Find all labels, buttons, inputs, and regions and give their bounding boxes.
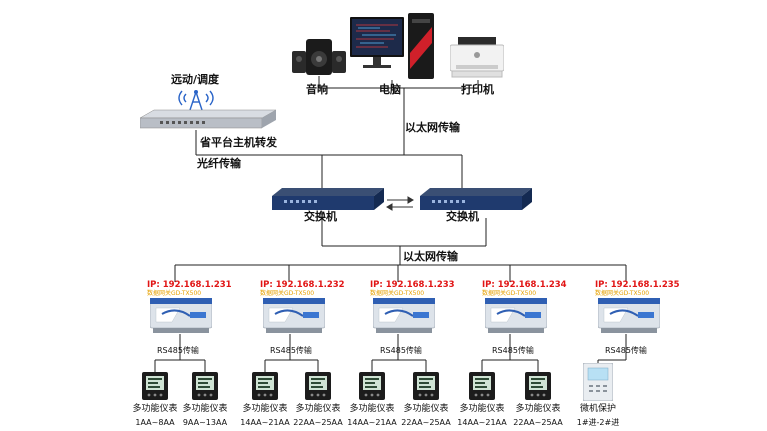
computer-icon <box>350 13 434 79</box>
protection-range: 1#进-2#进 <box>576 418 620 427</box>
gateway-model-2: 数据网关GD-TX500 <box>260 290 315 297</box>
gateway-model-4: 数据网关GD-TX500 <box>482 290 537 297</box>
printer-icon <box>450 37 504 78</box>
gateway-model-5: 数据网关GD-TX500 <box>595 290 650 297</box>
switch-2-icon <box>420 188 532 210</box>
gateway-ip-4: IP: 192.168.1.234 <box>482 280 567 290</box>
meter-icon <box>469 372 495 400</box>
meter-range-8: 22AA~25AA <box>513 418 563 427</box>
fiber-label: 光纤传输 <box>197 157 241 170</box>
gateway-ip-2: IP: 192.168.1.232 <box>260 280 345 290</box>
meter-icon <box>413 372 439 400</box>
meter-label-6: 多功能仪表 <box>403 404 449 414</box>
meter-range-6: 22AA~25AA <box>401 418 451 427</box>
rs485-label-4: RS485传输 <box>492 346 534 355</box>
gateway-ip-5: IP: 192.168.1.235 <box>595 280 680 290</box>
meter-label-4: 多功能仪表 <box>295 404 341 414</box>
switch-1-icon <box>272 188 384 210</box>
meter-icon <box>142 372 168 400</box>
gateway-ip-3: IP: 192.168.1.233 <box>370 280 455 290</box>
switch-2-label: 交换机 <box>446 210 479 223</box>
gateway-device-icon <box>373 298 435 333</box>
protection-label: 微机保护 <box>579 404 616 414</box>
rs485-label-5: RS485传输 <box>605 346 647 355</box>
meter-range-2: 9AA~13AA <box>182 418 228 427</box>
ethernet-mid-label: 以太网传输 <box>403 250 458 263</box>
meter-icon <box>525 372 551 400</box>
gateway-device-icon <box>150 298 212 333</box>
speaker-icon <box>292 39 346 75</box>
gateway-ip-1: IP: 192.168.1.231 <box>147 280 232 290</box>
gateway-device-icon <box>598 298 660 333</box>
switch-1-label: 交换机 <box>304 210 337 223</box>
meter-range-4: 22AA~25AA <box>293 418 343 427</box>
rs485-label-3: RS485传输 <box>380 346 422 355</box>
meter-label-1: 多功能仪表 <box>132 404 178 414</box>
computer-label: 电脑 <box>379 83 401 96</box>
meter-icon <box>305 372 331 400</box>
dispatch-label: 远动/调度 <box>171 73 220 86</box>
rs485-label-2: RS485传输 <box>270 346 312 355</box>
meter-range-3: 14AA~21AA <box>240 418 290 427</box>
printer-label: 打印机 <box>461 83 494 96</box>
gateway-device-icon <box>485 298 547 333</box>
protection-device-icon <box>583 363 613 401</box>
meter-label-2: 多功能仪表 <box>182 404 228 414</box>
meter-range-7: 14AA~21AA <box>457 418 507 427</box>
gateway-model-1: 数据网关GD-TX500 <box>147 290 202 297</box>
ethernet-top-label: 以太网传输 <box>405 121 460 134</box>
rs485-label-1: RS485传输 <box>157 346 199 355</box>
meter-range-5: 14AA~21AA <box>347 418 397 427</box>
meter-label-7: 多功能仪表 <box>459 404 505 414</box>
meter-icon <box>252 372 278 400</box>
antenna-server-icon <box>140 90 276 129</box>
meter-label-3: 多功能仪表 <box>242 404 288 414</box>
meter-icon <box>359 372 385 400</box>
meter-label-5: 多功能仪表 <box>349 404 395 414</box>
gateway-model-3: 数据网关GD-TX500 <box>370 290 425 297</box>
meter-icon <box>192 372 218 400</box>
meter-range-1: 1AA~8AA <box>135 418 175 427</box>
provincial-label: 省平台主机转发 <box>200 136 277 149</box>
speaker-label: 音响 <box>306 83 328 96</box>
meter-label-8: 多功能仪表 <box>515 404 561 414</box>
gateway-device-icon <box>263 298 325 333</box>
